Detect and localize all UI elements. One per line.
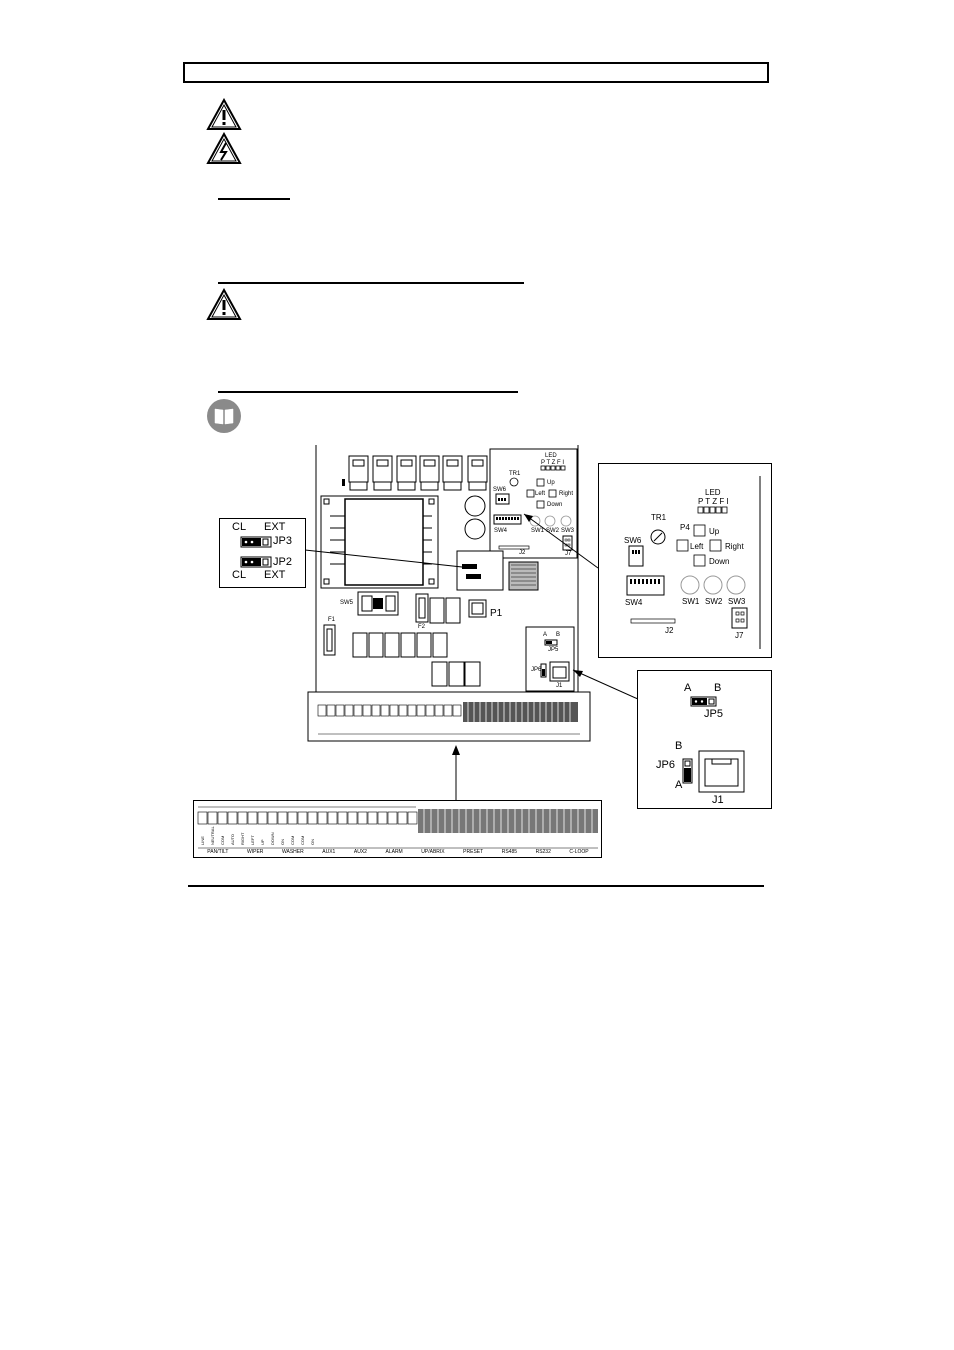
terminal-group-label: AUX1 [322,849,336,855]
board-p1-label: P1 [490,608,503,619]
terminal-group-label: PAN/TILT [207,849,229,855]
terminal-group-label: PRESET [463,849,484,855]
warning-icon [206,98,242,130]
inset-jp3: JP3 [273,535,292,547]
header-box [183,62,769,83]
terminal-pin-labels: LINE NEUTRAL COM AUTO RIGHT LEFT UP DOWN… [198,826,418,845]
terminal-group-label: RS232 [535,849,551,855]
detail-j7-label: J7 [735,631,744,640]
terminal-pin-label: ON [280,839,285,845]
jp-inset-jp5: JP5 [704,708,723,720]
warning-icon [206,288,242,320]
board-down-label: Down [547,502,563,508]
board-tr1-label: TR1 [509,471,521,477]
jumper-inset: CL EXT JP3 JP2 CL EXT [219,518,306,588]
inset-cl-top: CL [232,521,247,533]
inset-ext-top: EXT [264,521,286,533]
terminal-group-label: WIPER [247,849,264,855]
board-led-letters: P T Z F I [541,460,565,466]
detail-sw6-label: SW6 [624,536,642,545]
terminal-pin-label: DOWN [270,832,275,845]
board-j1-label: J1 [556,683,563,689]
jp-inset-graphic [682,696,745,793]
terminal-group-label: ALARM [385,849,403,855]
board-sw5-label: SW5 [340,600,354,606]
terminal-group-labels: PAN/TILT WIPER WASHER AUX1 AUX2 ALARM UP… [198,847,598,855]
section-underline [218,391,518,393]
terminal-group-label: AUX2 [353,849,367,855]
terminal-pin-label: ON [310,839,315,845]
detail-sw2-label: SW2 [705,597,723,606]
controls-detail-inset: LED P T Z F I TR1 P4 Up Left Right Down … [598,463,772,658]
board-f2-label: F2 [418,624,426,630]
board-jp6-label: JP6 [531,667,542,673]
terminal-pin-label: COM [220,835,225,845]
detail-sw4-label: SW4 [625,598,643,607]
terminal-pin-label: COM [290,835,295,845]
board-up-label: Up [547,480,555,486]
electric-hazard-icon [206,132,242,164]
jp-inset-j1: J1 [712,794,724,806]
jp-inset-b-side: B [675,740,683,752]
jp5-jp6-inset: A B JP5 B JP6 A J1 [637,670,772,809]
book-icon [207,399,241,433]
detail-tr1-label: TR1 [651,513,667,522]
terminal-pin-label: RIGHT [240,832,245,845]
terminal-group-label: C-LOOP [569,849,589,855]
board-j7-label: J7 [565,551,572,557]
jp-inset-a-side: A [675,779,683,791]
inset-jp2: JP2 [273,556,292,568]
inset-cl-bottom: CL [232,569,247,581]
terminal-group-label: UP/ABRIX [421,849,445,855]
controls-detail-graphic [626,476,761,649]
regulator-row [342,455,488,491]
terminal-group-label: RS485 [501,849,518,855]
bottom-rule [188,885,764,887]
board-diagram [304,445,668,800]
detail-j2-label: J2 [665,626,674,635]
board-led-label: LED [545,453,557,459]
terminal-pin-label: LINE [200,836,205,845]
detail-led-letters: P T Z F I [698,497,729,506]
board-left-label: Left [535,491,546,497]
section-underline [218,198,290,200]
inset-ext-bottom: EXT [264,569,286,581]
board-f1-label: F1 [328,617,336,623]
terminal-pin-label: NEUTRAL [210,826,215,845]
board-sw4-label: SW4 [494,528,508,534]
detail-p4-label: P4 [680,523,690,532]
board-sw3-label: SW3 [561,528,575,534]
jumper-graphic [240,536,272,568]
jp-inset-jp6: JP6 [656,759,675,771]
terminal-pin-label: COM [300,835,305,845]
detail-up-label: Up [709,527,720,536]
board-sw2-label: SW2 [546,528,560,534]
section-underline [218,282,524,284]
detail-led-label: LED [705,488,721,497]
board-b-label: B [556,632,561,638]
terminal-group-label: WASHER [281,849,304,855]
detail-sw3-label: SW3 [728,597,746,606]
terminal-strip-enlarged: PAN/TILT WIPER WASHER AUX1 AUX2 ALARM UP… [193,800,602,858]
terminal-strip-graphic [197,806,598,849]
board-j2-label: J2 [519,550,526,556]
board-jp5-label: JP5 [548,647,559,653]
jp-inset-b-top: B [714,682,722,694]
terminal-pin-label: UP [260,839,265,845]
detail-down-label: Down [709,557,730,566]
board-right-label: Right [559,491,574,497]
detail-right-label: Right [725,542,744,551]
jp-inset-a-top: A [684,682,692,694]
terminal-pin-label: LEFT [250,835,255,845]
board-a-label: A [543,632,548,638]
board-sw6-label: SW6 [493,487,507,493]
terminal-pin-label: AUTO [230,833,235,845]
board-sw1-label: SW1 [531,528,545,534]
detail-left-label: Left [690,542,704,551]
detail-sw1-label: SW1 [682,597,700,606]
